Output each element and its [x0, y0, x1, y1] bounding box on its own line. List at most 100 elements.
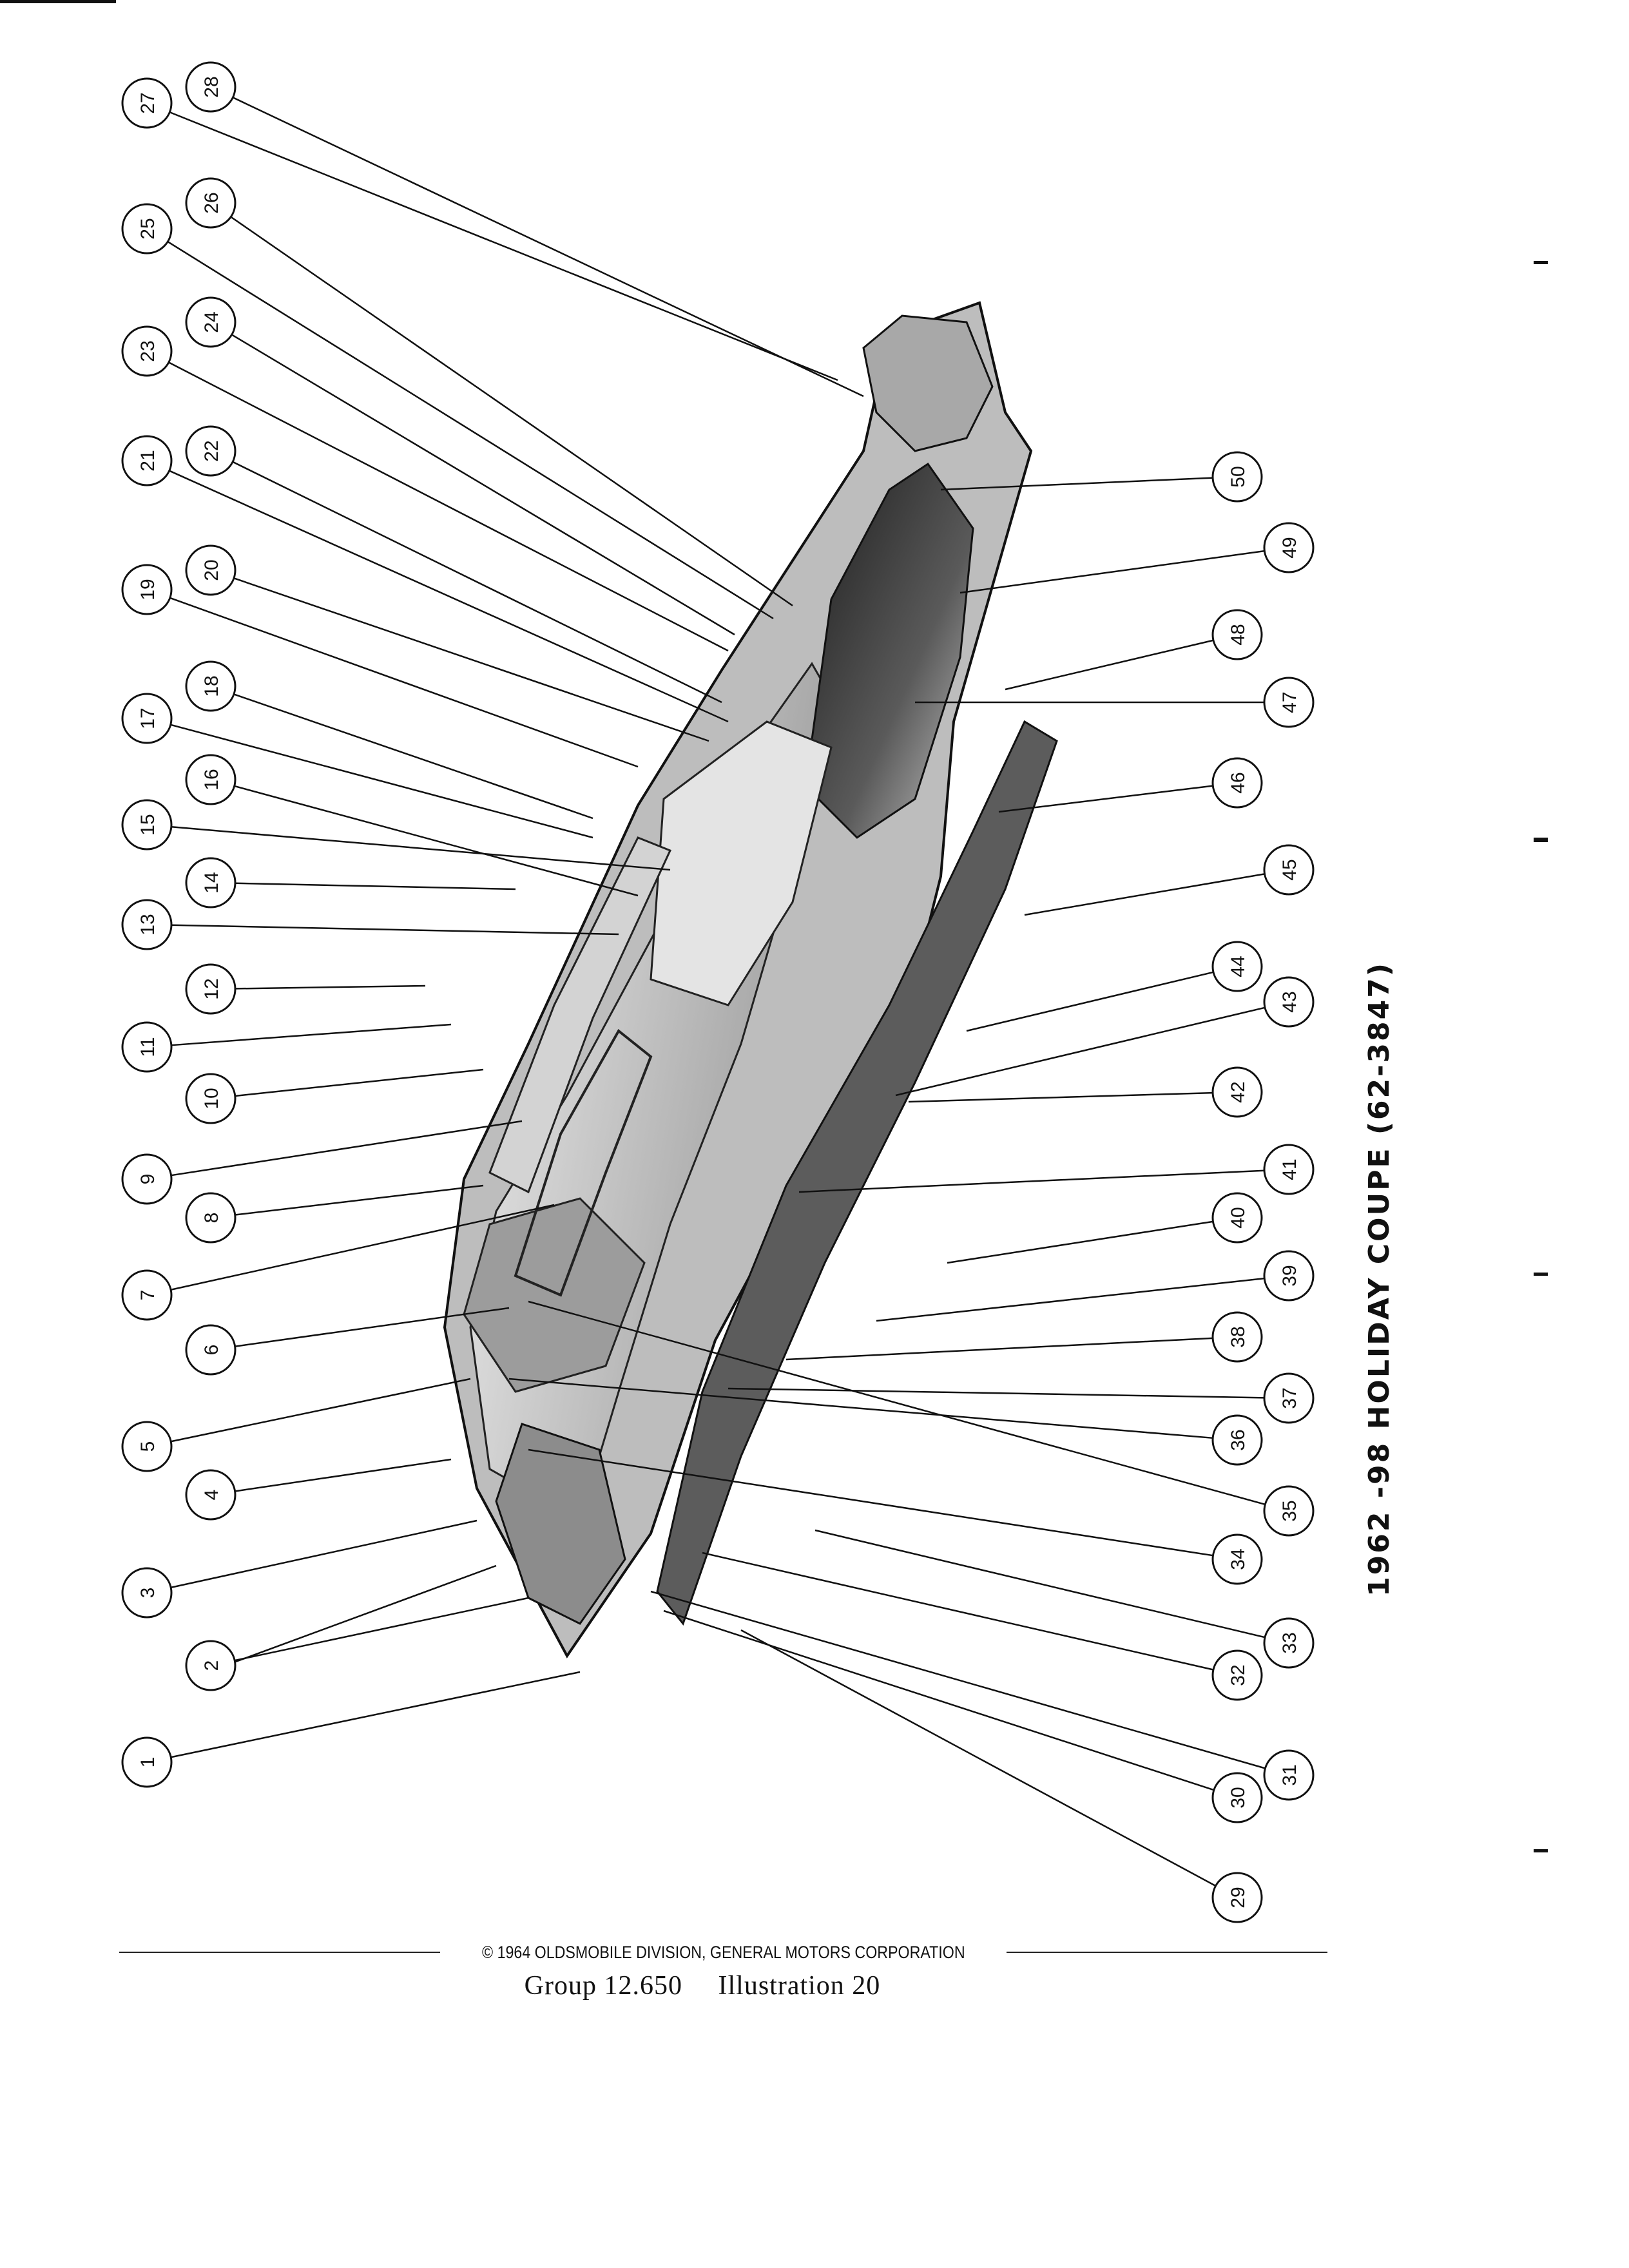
leader-line-17 — [170, 724, 593, 839]
callout-balloon-42 — [1211, 1066, 1263, 1118]
copyright-rule-left — [119, 1952, 440, 1953]
callout-balloon-10 — [185, 1073, 236, 1124]
callout-number-50: 50 — [1228, 466, 1249, 487]
callout-leaders — [167, 97, 1266, 1887]
leader-line-25 — [167, 241, 774, 620]
callout-balloon-46 — [1211, 757, 1263, 809]
copyright-text: © 1964 OLDSMOBILE DIVISION, GENERAL MOTO… — [481, 1942, 965, 1962]
callout-number-20: 20 — [201, 559, 222, 581]
right-edge-mark — [1534, 838, 1548, 842]
callout-balloon-40 — [1211, 1192, 1263, 1244]
callout-balloon-44 — [1211, 941, 1263, 992]
callout-number-14: 14 — [201, 872, 222, 893]
leader-line-30 — [663, 1610, 1215, 1791]
rear-seat-panel — [650, 720, 833, 1006]
leader-line-50 — [940, 477, 1213, 491]
callout-number-1: 1 — [137, 1757, 159, 1768]
leader-line-29 — [740, 1629, 1217, 1887]
callout-balloon-2 — [185, 1640, 236, 1691]
callout-number-13: 13 — [137, 914, 159, 935]
callout-number-46: 46 — [1228, 772, 1249, 793]
callout-number-27: 27 — [137, 92, 159, 113]
callout-number-8: 8 — [201, 1213, 222, 1224]
callout-number-26: 26 — [201, 192, 222, 213]
callout-number-38: 38 — [1228, 1326, 1249, 1347]
callout-number-3: 3 — [137, 1588, 159, 1599]
rocker-panel — [656, 720, 1058, 1626]
leader-line-7 — [170, 1204, 555, 1291]
leader-line-39 — [876, 1277, 1265, 1322]
top-left-edge-mark — [0, 0, 116, 3]
callout-number-10: 10 — [201, 1088, 222, 1109]
callout-number-21: 21 — [137, 450, 159, 471]
callout-balloon-35 — [1263, 1485, 1315, 1537]
callout-balloon-36 — [1211, 1414, 1263, 1466]
roof-rail — [488, 836, 672, 1194]
leader-line-18 — [233, 693, 593, 820]
callout-balloon-22 — [185, 425, 236, 477]
car-body-shell-illustration — [443, 301, 1058, 1658]
callout-number-22: 22 — [201, 440, 222, 461]
callout-balloon-38 — [1211, 1311, 1263, 1363]
callout-number-16: 16 — [201, 769, 222, 790]
leader-line-13 — [171, 924, 619, 936]
callout-number-7: 7 — [137, 1290, 159, 1301]
leader-line-1 — [170, 1671, 581, 1758]
leader-line-46 — [998, 785, 1213, 813]
leader-line-27 — [169, 111, 838, 381]
callout-balloon-18 — [185, 660, 236, 712]
illustration-number: Illustration 20 — [718, 1971, 881, 2001]
callout-balloon-28 — [185, 61, 236, 113]
callout-balloon-8 — [185, 1192, 236, 1244]
callout-balloon-1 — [121, 1736, 173, 1788]
callout-number-41: 41 — [1279, 1158, 1300, 1180]
leader-line-16 — [234, 785, 639, 897]
callout-balloon-33 — [1263, 1617, 1315, 1669]
callout-number-9: 9 — [137, 1174, 159, 1185]
callout-number-47: 47 — [1279, 691, 1300, 713]
leader-line-14 — [235, 882, 516, 890]
callout-number-25: 25 — [137, 218, 159, 239]
callout-balloon-39 — [1263, 1250, 1315, 1302]
leader-line-36 — [508, 1378, 1213, 1439]
callout-balloon-32 — [1211, 1649, 1263, 1701]
callout-number-37: 37 — [1279, 1387, 1300, 1408]
leader-line-38 — [786, 1337, 1213, 1361]
callout-number-12: 12 — [201, 978, 222, 999]
callout-balloon-17 — [121, 693, 173, 744]
callout-balloon-43 — [1263, 976, 1315, 1028]
callout-balloon-11 — [121, 1021, 173, 1073]
leader-line-3 — [170, 1519, 477, 1589]
leader-line-15 — [171, 826, 671, 871]
callout-number-45: 45 — [1279, 859, 1300, 880]
right-edge-mark — [1534, 1273, 1548, 1276]
callout-balloon-25 — [121, 203, 173, 255]
leader-line-6 — [235, 1307, 510, 1347]
callout-balloon-37 — [1263, 1372, 1315, 1424]
leader-line-11 — [171, 1023, 452, 1046]
callout-number-11: 11 — [137, 1037, 159, 1057]
callout-number-35: 35 — [1279, 1500, 1300, 1521]
callout-balloon-13 — [121, 899, 173, 950]
callout-number-31: 31 — [1279, 1764, 1300, 1785]
leader-line-34 — [528, 1448, 1213, 1557]
leader-line-31 — [650, 1590, 1266, 1769]
callout-number-32: 32 — [1228, 1664, 1249, 1686]
leader-line-19 — [169, 597, 639, 768]
callout-number-40: 40 — [1228, 1207, 1249, 1228]
leader-line-42 — [908, 1091, 1213, 1103]
callout-number-15: 15 — [137, 814, 159, 835]
leader-line-45 — [1024, 873, 1265, 916]
leader-line-2-secondary — [233, 1564, 497, 1664]
leader-line-5 — [170, 1378, 471, 1443]
copyright-line: © 1964 OLDSMOBILE DIVISION, GENERAL MOTO… — [119, 1939, 1327, 1965]
callout-balloon-41 — [1263, 1144, 1315, 1195]
leader-line-24 — [231, 334, 735, 636]
callout-number-42: 42 — [1228, 1081, 1249, 1102]
callout-number-6: 6 — [201, 1345, 222, 1356]
callout-balloon-30 — [1211, 1772, 1263, 1823]
leader-line-4 — [235, 1458, 452, 1492]
callout-balloon-15 — [121, 799, 173, 850]
